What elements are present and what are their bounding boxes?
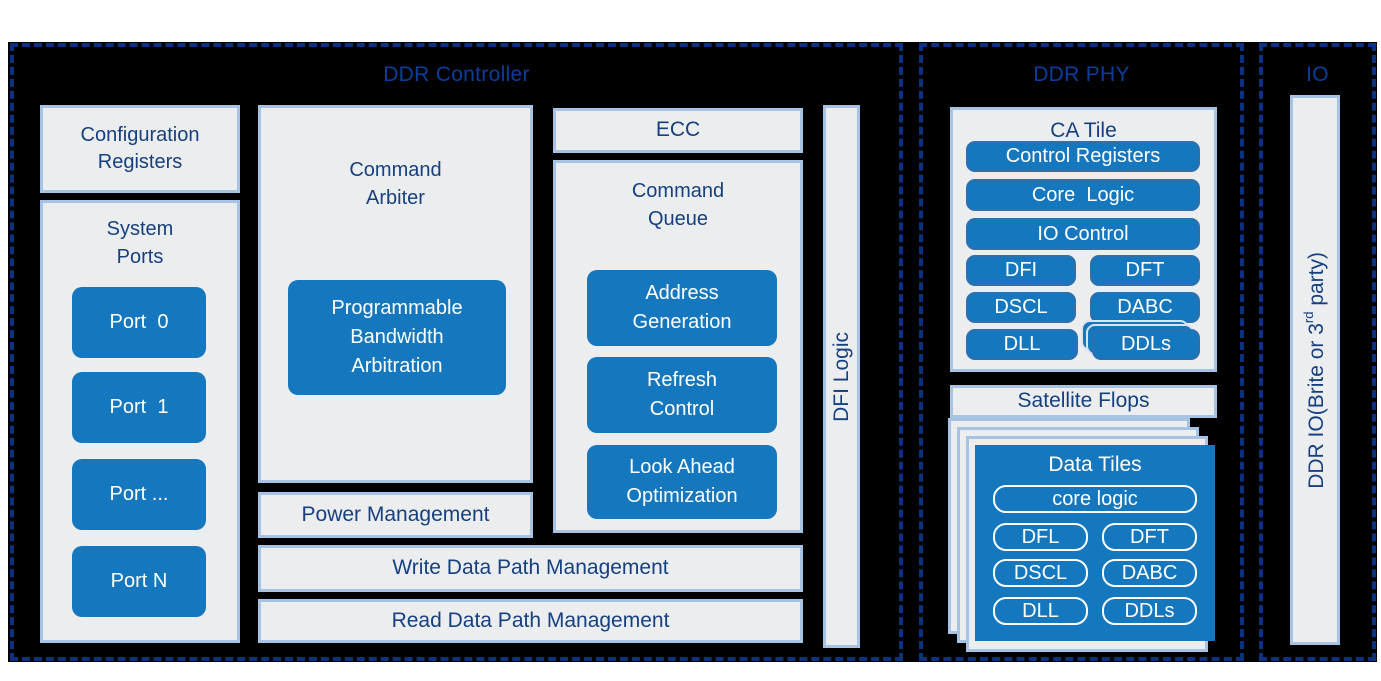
ca-ddls-stack: DDLs <box>1081 320 1200 360</box>
command-arbiter-box: Command Arbiter Programmable Bandwidth A… <box>258 105 533 483</box>
data-tiles-title: Data Tiles <box>1048 453 1142 476</box>
port-ellipsis-block: Port ... <box>72 459 206 530</box>
ddr-phy-title: DDR PHY <box>1033 63 1130 86</box>
look-ahead-optimization-block: Look Ahead Optimization <box>587 445 777 519</box>
satellite-flops-label: Satellite Flops <box>1017 389 1150 413</box>
dt-dll-pill: DLL <box>993 597 1088 625</box>
dfi-logic-label: DFI Logic <box>829 331 853 422</box>
dt-dft-pill: DFT <box>1102 523 1197 551</box>
ca-dll-pill: DLL <box>966 329 1078 360</box>
ca-tile-title: CA Tile <box>1050 119 1117 142</box>
command-queue-box: Command Queue Address Generation Refresh… <box>553 160 803 533</box>
ca-dfi-pill: DFI <box>966 255 1076 286</box>
ca-dscl-pill: DSCL <box>966 292 1076 323</box>
section-ddr-phy: DDR PHY CA Tile Control Registers Core L… <box>919 43 1244 661</box>
satellite-flops-box: Satellite Flops <box>950 385 1217 418</box>
refresh-control-block: Refresh Control <box>587 357 777 433</box>
data-tiles-box: Data Tiles core logic DFL DFT DSCL DABC … <box>975 445 1215 641</box>
write-data-path-box: Write Data Path Management <box>258 545 803 592</box>
ecc-box: ECC <box>553 108 803 153</box>
system-ports-title: System Ports <box>106 218 174 268</box>
ca-dft-pill: DFT <box>1090 255 1200 286</box>
port-0-block: Port 0 <box>72 287 206 358</box>
ddr-io-label-prefix: DDR IO(Brite or 3 <box>1305 322 1328 489</box>
ca-dabc-pill: DABC <box>1090 292 1200 323</box>
configuration-registers-label: Configuration Registers <box>80 124 200 173</box>
configuration-registers-box: Configuration Registers <box>40 105 240 193</box>
dt-dscl-pill: DSCL <box>993 559 1088 587</box>
programmable-bandwidth-arbitration-block: Programmable Bandwidth Arbitration <box>288 280 506 395</box>
ca-control-registers-pill: Control Registers <box>966 141 1200 172</box>
ddr-io-label-suffix: party) <box>1305 251 1328 312</box>
ca-ddls-pill: DDLs <box>1092 329 1200 360</box>
command-queue-title: Command Queue <box>631 180 725 230</box>
ca-io-control-pill: IO Control <box>966 218 1200 250</box>
read-data-path-label: Read Data Path Management <box>391 608 670 632</box>
ca-core-logic-pill: Core Logic <box>966 179 1200 211</box>
ecc-label: ECC <box>655 118 701 142</box>
port-1-block: Port 1 <box>72 372 206 443</box>
dt-dabc-pill: DABC <box>1102 559 1197 587</box>
ca-tile-box: CA Tile Control Registers Core Logic IO … <box>950 107 1217 372</box>
dt-dfl-pill: DFL <box>993 523 1088 551</box>
dfi-logic-bar: DFI Logic <box>823 105 860 648</box>
address-generation-block: Address Generation <box>587 270 777 346</box>
io-title: IO <box>1306 63 1329 86</box>
write-data-path-label: Write Data Path Management <box>392 556 669 580</box>
ddr-io-label-sup: rd <box>1301 311 1316 323</box>
dt-ddls-pill: DDLs <box>1102 597 1197 625</box>
data-tiles-stack: Data Tiles core logic DFL DFT DSCL DABC … <box>948 418 1220 652</box>
section-io: IO DDR IO(Brite or 3rd party) <box>1259 43 1376 661</box>
power-management-label: Power Management <box>301 502 490 526</box>
system-ports-box: System Ports Port 0 Port 1 Port ... Port… <box>40 200 240 643</box>
ddr-io-bar: DDR IO(Brite or 3rd party) <box>1290 95 1340 645</box>
read-data-path-box: Read Data Path Management <box>258 599 803 643</box>
ddr-controller-title: DDR Controller <box>383 63 530 86</box>
ddr-io-label: DDR IO(Brite or 3rd party) <box>1301 252 1329 489</box>
dt-core-logic-pill: core logic <box>993 485 1197 513</box>
port-n-block: Port N <box>72 546 206 617</box>
section-ddr-controller: DDR Controller Configuration Registers S… <box>10 43 903 661</box>
power-management-box: Power Management <box>258 492 533 538</box>
command-arbiter-title: Command Arbiter <box>349 159 442 209</box>
